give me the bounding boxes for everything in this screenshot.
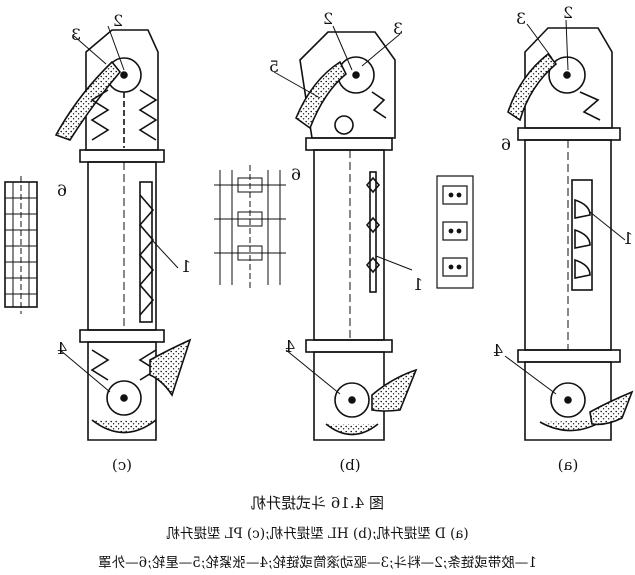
elevator-diagram: 2 3 6 1 4 2 3 5 6 1 4 2 3 6 1 4 (c) (b) … [4, 3, 634, 474]
panel-c-upper-flange [79, 149, 165, 163]
panel-b-discharge-chute [295, 60, 348, 130]
figure-subtitle: (a) D 型提升机;(b) HL 型提升机;(c) PL 型提升机 [166, 526, 469, 542]
panel-b-star-wheel [334, 115, 354, 135]
callout-a-1: 1 [623, 229, 633, 248]
callout-a-2: 2 [563, 3, 573, 22]
panel-b-lower-flange [305, 339, 393, 353]
callout-b-1: 1 [413, 275, 423, 294]
callout-a-6: 6 [501, 135, 511, 154]
panel-c-lower-flange [79, 329, 165, 343]
callout-a-3: 3 [516, 9, 526, 28]
panel-b-boot [313, 351, 385, 441]
panel-label-c: (c) [112, 456, 132, 474]
callout-b-6: 6 [291, 165, 301, 184]
callout-c-3: 3 [71, 25, 81, 44]
panel-b-feed-chute [371, 368, 418, 412]
panel-c-discharge-chute [54, 60, 122, 141]
callouts: 2 3 6 1 4 2 3 5 6 1 4 2 3 6 1 4 (c) (b) … [57, 3, 633, 474]
callout-c-6: 6 [57, 181, 67, 200]
panel-a-bucket-detail [436, 175, 474, 289]
panel-b-tension-wheel [334, 382, 370, 418]
panel-a-lower-flange [517, 349, 621, 363]
panel-a-tension-wheel [550, 382, 586, 418]
panel-c-buckets [138, 194, 155, 316]
callout-c-4: 4 [57, 339, 67, 358]
figure-title: 图 4.16 斗式提升机 [251, 494, 384, 512]
callout-b-5: 5 [269, 57, 279, 76]
callout-c-2: 2 [113, 11, 123, 30]
panel-a-feed-chute [589, 390, 634, 426]
panel-b-upper-flange [305, 137, 393, 151]
panel-c-head-buckets [90, 89, 110, 141]
callout-b-3: 3 [393, 19, 403, 38]
panel-a [436, 19, 634, 441]
panel-b [214, 25, 418, 441]
callout-a-4: 4 [493, 341, 503, 360]
panel-a-boot [524, 361, 612, 441]
callout-b-2: 2 [323, 9, 333, 28]
panel-a-buckets [574, 198, 591, 279]
callout-c-1: 1 [181, 257, 191, 276]
figure-legend: 1—胶带或链条;2—料斗;3—驱动滚筒或链轮;4—张紧轮;5—星轮;6—外罩 [98, 555, 537, 571]
panel-label-a: (a) [558, 456, 579, 474]
panel-a-upper-flange [517, 127, 621, 141]
panel-c-casing [87, 161, 157, 331]
callout-b-4: 4 [285, 337, 295, 356]
panel-c-boot [87, 341, 157, 441]
panel-label-b: (b) [339, 456, 360, 474]
panel-b-buckets [365, 176, 381, 274]
panel-c [4, 25, 192, 441]
panel-a-discharge-chute [507, 52, 558, 122]
panel-c-tension-wheel [106, 380, 142, 416]
panel-b-chain-detail [214, 165, 286, 290]
panel-c-feed-chute [149, 338, 192, 397]
